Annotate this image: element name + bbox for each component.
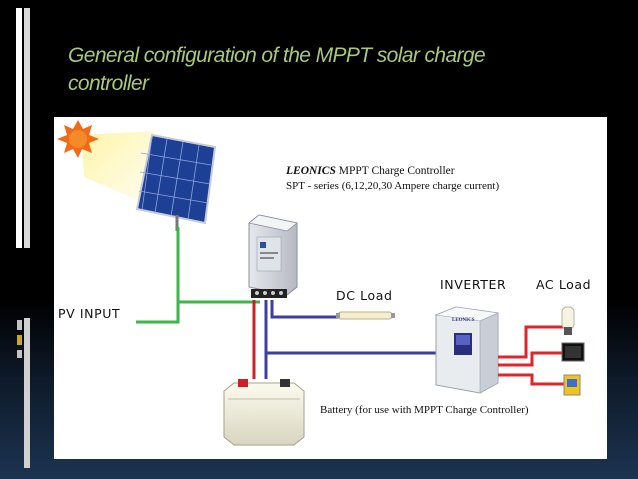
ac-wire-bottom	[498, 373, 564, 386]
pv-wire-to-input	[134, 302, 180, 324]
solar-panel	[135, 133, 217, 231]
dc-bus-wire	[264, 300, 436, 355]
diagram-panel: LEONICS MPPT Charge Controller SPT - ser…	[54, 117, 607, 459]
decorative-bar-bottom	[24, 318, 30, 468]
diagram-graphics	[57, 120, 585, 446]
dc-load-wire	[270, 300, 339, 319]
slide-title-line-2: controller	[68, 72, 149, 95]
controller-brand: LEONICS	[286, 165, 336, 177]
inverter	[434, 306, 500, 394]
decorative-bar-top-right	[24, 8, 30, 248]
dc-load-lamp	[336, 311, 395, 320]
decorative-mark-2	[17, 335, 22, 345]
charge-controller	[248, 214, 298, 298]
slide-title: General configuration of the MPPT solar …	[68, 42, 588, 98]
battery-caption: Battery (for use with MPPT Charge Contro…	[320, 404, 529, 416]
slide-title-line-1: General configuration of the MPPT solar …	[68, 44, 486, 67]
sun-icon	[57, 120, 99, 158]
inverter-label: INVERTER	[438, 276, 509, 294]
inverter-brand: LEONICS	[452, 318, 475, 323]
battery	[223, 379, 305, 446]
controller-title: LEONICS MPPT Charge Controller	[286, 165, 455, 177]
ac-wire-top	[498, 325, 564, 359]
decorative-bar-top	[16, 8, 22, 248]
controller-name: MPPT Charge Controller	[338, 165, 455, 177]
decorative-mark-3	[17, 350, 22, 358]
decorative-mark-1	[17, 320, 22, 330]
ac-load-device-icon	[563, 374, 581, 396]
pv-input-label: PV INPUT	[56, 304, 136, 324]
ac-load-bulb-icon	[561, 306, 575, 335]
ac-wire-mid	[498, 351, 564, 367]
pv-wire	[176, 227, 260, 304]
dc-load-label: DC Load	[334, 287, 395, 305]
ac-load-label: AC Load	[534, 276, 594, 294]
sun-beam	[82, 131, 158, 209]
controller-series: SPT - series (6,12,20,30 Ampere charge c…	[286, 180, 500, 192]
ac-load-tv-icon	[561, 342, 585, 362]
